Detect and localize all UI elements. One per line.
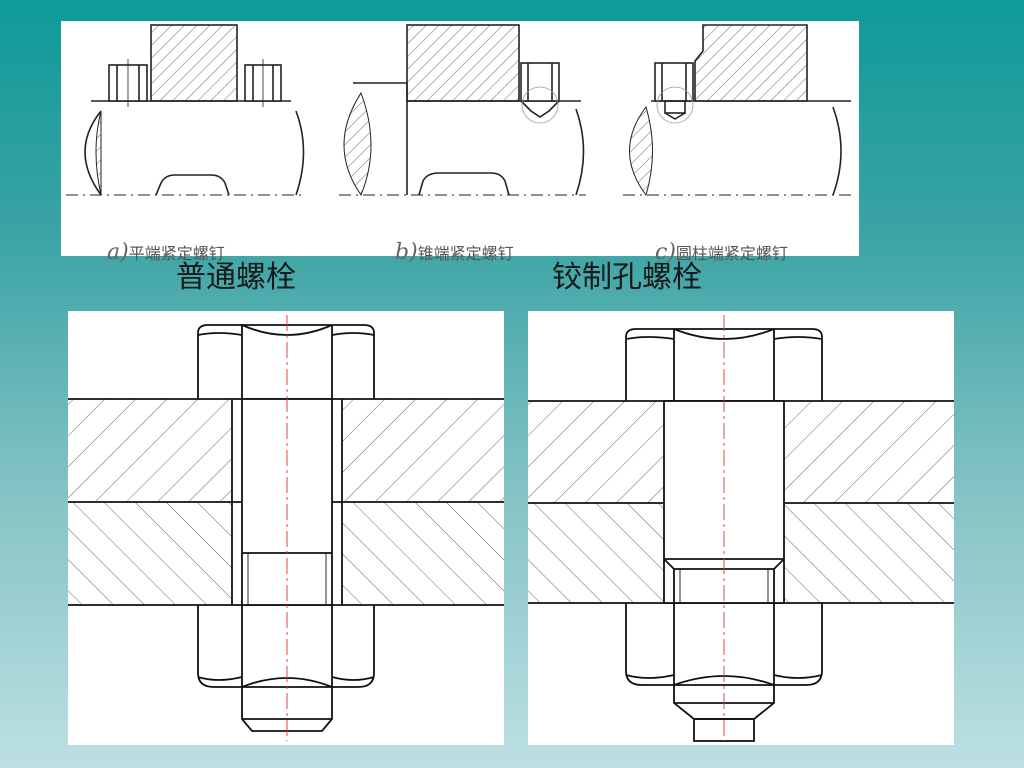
label-c: c)圆柱端紧定螺钉 [655, 240, 788, 265]
label-a-letter: a) [107, 240, 129, 265]
set-screw-drawing [66, 24, 851, 197]
label-c-text: 圆柱端紧定螺钉 [675, 244, 788, 263]
label-a: a)平端紧定螺钉 [107, 240, 225, 265]
set-screw-diagram-panel: a)平端紧定螺钉 b)锥端紧定螺钉 c)圆柱端紧定螺钉 [61, 21, 859, 265]
diagram-a-flat-end [66, 24, 306, 196]
diagram-c-cylinder-end [623, 24, 851, 197]
label-a-text: 平端紧定螺钉 [128, 244, 225, 263]
reamed-bolt-drawing [528, 315, 954, 742]
label-c-letter: c) [655, 240, 676, 265]
reamed-bolt-drawing-panel [528, 311, 954, 745]
ordinary-bolt-drawing-panel [68, 311, 504, 745]
ordinary-bolt-drawing [68, 315, 504, 741]
caption-ordinary-bolt: 普通螺栓 [176, 260, 296, 295]
diagram-b-cone-end [339, 24, 586, 197]
label-b-text: 锥端紧定螺钉 [417, 244, 514, 263]
label-b: b)锥端紧定螺钉 [395, 240, 514, 265]
label-b-letter: b) [395, 240, 418, 265]
caption-reamed-bolt: 铰制孔螺栓 [552, 260, 702, 295]
